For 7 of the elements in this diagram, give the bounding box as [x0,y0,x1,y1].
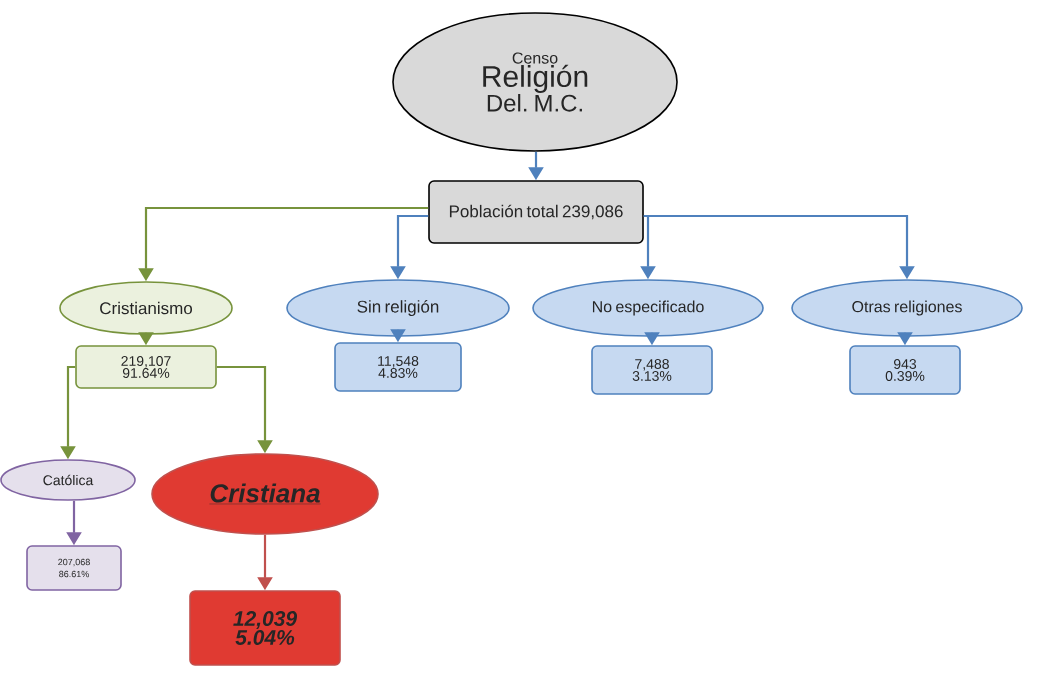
count-box: 12,039 5.04% [189,590,341,666]
count-box: 943 0.39% [849,345,961,395]
count-box: 207,068 86.61% [26,545,122,591]
count-box: Población total 239,086 [428,180,644,244]
count-box: 219,107 91.64% [75,345,217,389]
count-box: 7,488 3.13% [591,345,713,395]
count-box: 11,548 4.83% [334,342,462,392]
